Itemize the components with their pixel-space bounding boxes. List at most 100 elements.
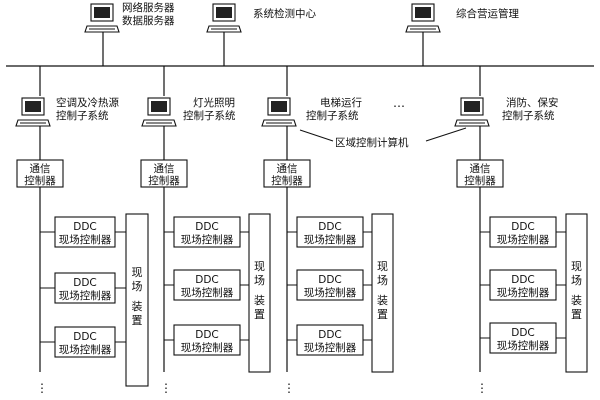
ddc-title: DDC <box>318 274 342 286</box>
continuation-dots: ⋮ <box>283 381 295 395</box>
field-device-char: 现 <box>132 266 143 279</box>
comm-controller: 通信 控制器 <box>263 159 311 188</box>
comm-controller: 通信 控制器 <box>16 159 64 188</box>
field-device: 现 场 装 置 <box>248 213 271 373</box>
field-device-char: 置 <box>254 308 265 321</box>
comm-controller-line-2: 控制器 <box>148 174 180 187</box>
field-device: 现 场 装 置 <box>371 213 394 373</box>
subsystem-label-line-1: 消防、保安 <box>506 96 559 109</box>
comm-controller-line-1: 通信 <box>470 163 491 175</box>
field-device-char: 置 <box>132 314 143 327</box>
ddc-controller: DDC 现场控制器 <box>287 269 372 301</box>
ddc-controller: DDC 现场控制器 <box>164 216 249 248</box>
ddc-title: DDC <box>195 274 219 286</box>
ddc-title: DDC <box>195 329 219 341</box>
comm-controller: 通信 控制器 <box>456 159 504 188</box>
continuation-dots: ⋮ <box>36 381 48 395</box>
ddc-title: DDC <box>195 221 219 233</box>
top-node-monitoring-center: 系统检测中心 <box>206 3 316 33</box>
field-device-char: 场 <box>132 279 143 293</box>
top-node-label-line-2: 数据服务器 <box>122 14 175 27</box>
comm-controller-line-1: 通信 <box>30 163 51 175</box>
field-device-char: 场 <box>571 273 582 287</box>
ddc-subtitle: 现场控制器 <box>181 286 234 299</box>
ddc-subtitle: 现场控制器 <box>497 233 550 246</box>
subsystem-label-line-2: 控制子系统 <box>183 109 236 122</box>
subsystem-label-line-2: 控制子系统 <box>502 109 555 122</box>
ddc-controller: DDC 现场控制器 <box>40 326 126 358</box>
comm-controller-line-2: 控制器 <box>271 174 303 187</box>
ddc-controller: DDC 现场控制器 <box>480 269 566 301</box>
field-device-char: 场 <box>377 273 388 287</box>
field-device-char: 置 <box>571 308 582 321</box>
ddc-subtitle: 现场控制器 <box>59 289 112 302</box>
top-node-label-line-1: 网络服务器 <box>122 1 175 14</box>
top-node-network-server: 网络服务器 数据服务器 <box>84 1 175 33</box>
field-device-char: 现 <box>377 260 388 273</box>
ddc-title: DDC <box>73 331 97 343</box>
ddc-controller: DDC 现场控制器 <box>164 269 249 301</box>
comm-controller-line-1: 通信 <box>277 163 298 175</box>
area-computer-leader-line <box>299 129 334 142</box>
computer-icon <box>405 3 441 33</box>
field-device-char: 装 <box>377 294 388 307</box>
ddc-title: DDC <box>511 327 535 339</box>
ddc-title: DDC <box>73 277 97 289</box>
ddc-subtitle: 现场控制器 <box>304 286 357 299</box>
continuation-dots: ⋮ <box>476 381 488 395</box>
subsystem-label-line-2: 控制子系统 <box>56 109 109 122</box>
ddc-title: DDC <box>511 274 535 286</box>
subsystem-label-line-1: 电梯运行 <box>320 96 362 109</box>
top-node-label-line-1: 系统检测中心 <box>253 7 316 20</box>
ddc-subtitle: 现场控制器 <box>304 233 357 246</box>
field-device-char: 现 <box>254 260 265 273</box>
area-control-computer-label: 区域控制计算机 <box>335 136 409 149</box>
ddc-subtitle: 现场控制器 <box>181 341 234 354</box>
computer-icon <box>454 97 490 127</box>
ddc-title: DDC <box>73 221 97 233</box>
ddc-title: DDC <box>318 329 342 341</box>
subsystem-elevator: 电梯运行 控制子系统 <box>261 96 362 127</box>
computer-icon <box>84 3 120 33</box>
field-device: 现 场 装 置 <box>125 213 149 387</box>
subsystem-label-line-2: 控制子系统 <box>306 109 359 122</box>
ddc-subtitle: 现场控制器 <box>497 286 550 299</box>
ddc-subtitle: 现场控制器 <box>497 339 550 352</box>
comm-controller: 通信 控制器 <box>140 159 188 188</box>
comm-controller-line-1: 通信 <box>154 163 175 175</box>
computer-icon <box>141 97 177 127</box>
computer-icon <box>206 3 242 33</box>
subsystem-fire-security: 消防、保安 控制子系统 <box>454 96 559 127</box>
ddc-subtitle: 现场控制器 <box>59 343 112 356</box>
computer-icon <box>15 97 51 127</box>
ddc-subtitle: 现场控制器 <box>59 233 112 246</box>
field-device-char: 装 <box>132 300 143 313</box>
comm-controller-line-2: 控制器 <box>464 174 496 187</box>
field-device: 现 场 装 置 <box>565 213 588 373</box>
field-device-char: 装 <box>254 294 265 307</box>
subsystem-hvac: 空调及冷热源 控制子系统 <box>15 96 119 127</box>
comm-controller-line-2: 控制器 <box>24 174 56 187</box>
continuation-dots: ⋮ <box>160 381 172 395</box>
ddc-controller: DDC 现场控制器 <box>164 324 249 356</box>
ddc-controller: DDC 现场控制器 <box>40 272 126 304</box>
ddc-controller: DDC 现场控制器 <box>40 216 126 248</box>
ddc-subtitle: 现场控制器 <box>181 233 234 246</box>
more-subsystems-ellipsis: … <box>393 96 405 110</box>
area-computer-leader-line <box>425 127 467 142</box>
ddc-title: DDC <box>511 221 535 233</box>
field-device-char: 现 <box>571 260 582 273</box>
subsystem-label-line-1: 灯光照明 <box>193 96 235 109</box>
ddc-controller: DDC 现场控制器 <box>480 322 566 354</box>
ddc-title: DDC <box>318 221 342 233</box>
subsystem-label-line-1: 空调及冷热源 <box>56 96 119 109</box>
ddc-controller: DDC 现场控制器 <box>287 216 372 248</box>
subsystem-lighting: 灯光照明 控制子系统 <box>141 96 236 127</box>
ddc-controller: DDC 现场控制器 <box>480 216 566 248</box>
ddc-subtitle: 现场控制器 <box>304 341 357 354</box>
top-node-operations-management: 综合营运管理 <box>405 3 519 33</box>
field-device-char: 置 <box>377 308 388 321</box>
field-device-char: 装 <box>571 294 582 307</box>
field-device-char: 场 <box>254 273 265 287</box>
